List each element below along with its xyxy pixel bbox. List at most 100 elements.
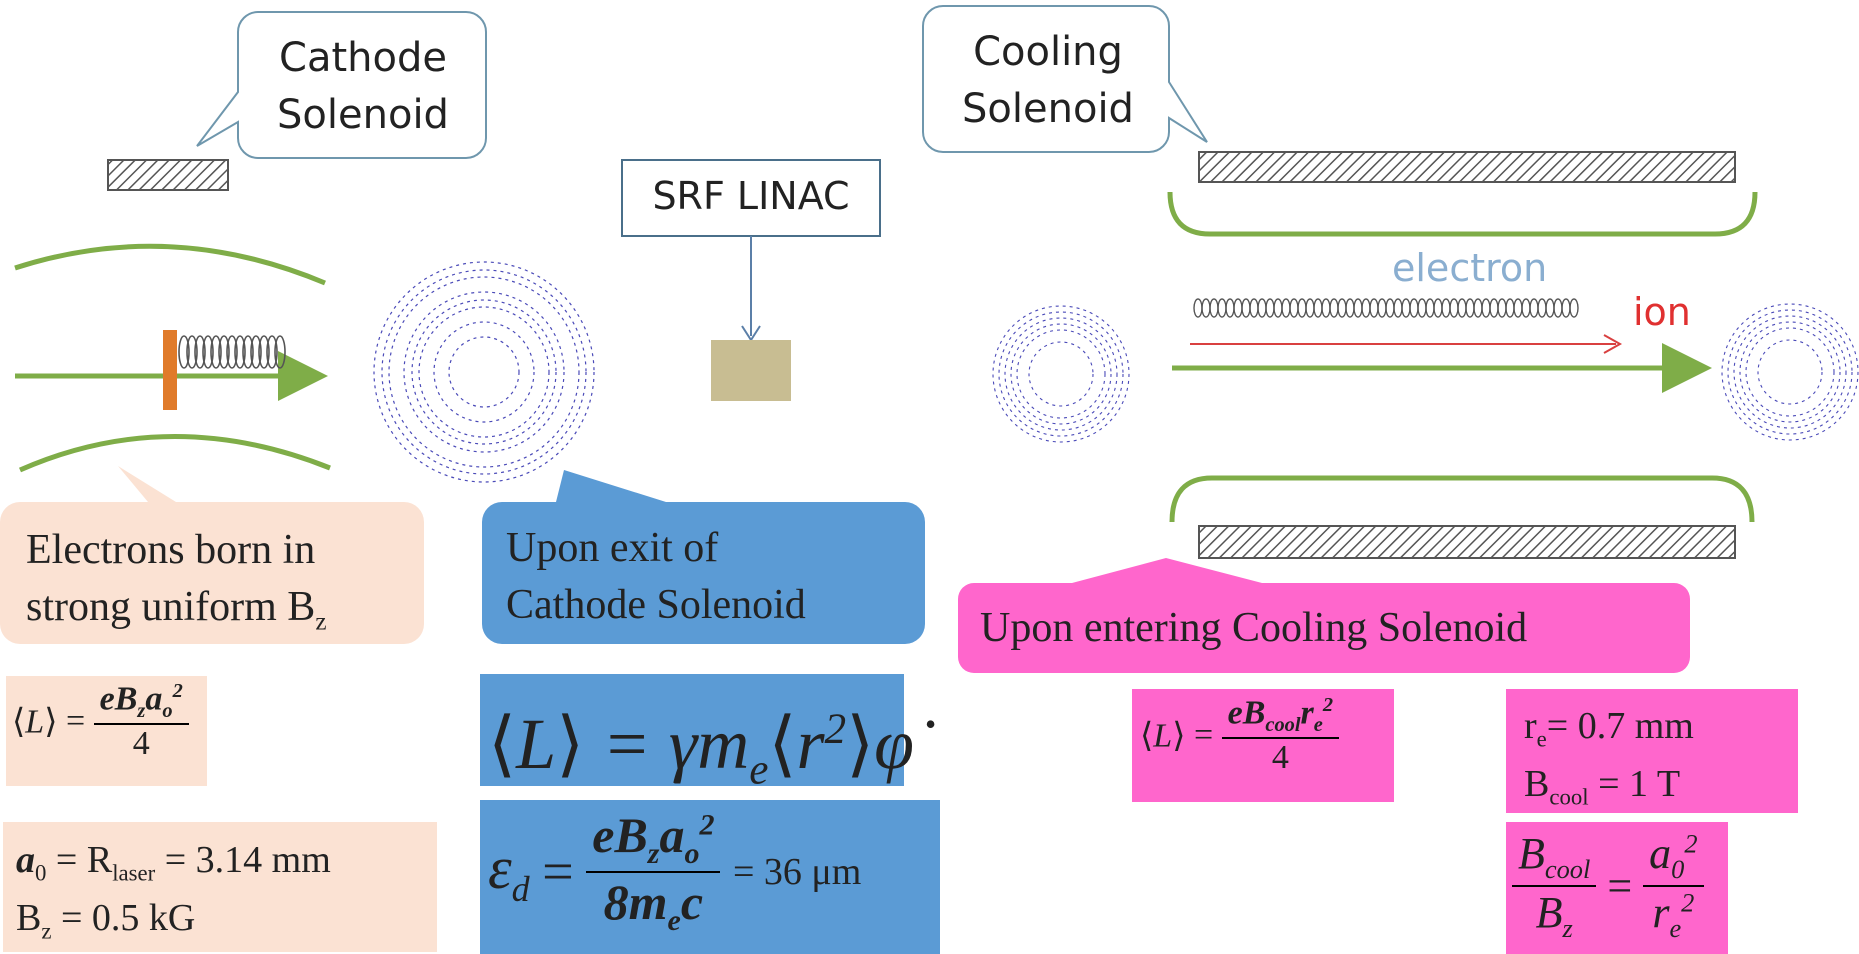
eq-ratio-eq: = (1607, 861, 1633, 911)
param-bcool-sub: cool (1549, 784, 1589, 810)
eq-ratio-left: Bcool Bz (1512, 828, 1597, 944)
exit-text: Upon exit of Cathode Solenoid (506, 520, 806, 634)
ion-label: ion (1633, 290, 1691, 334)
eq-L-born-num-b-sup: 2 (172, 680, 183, 702)
eq-L-exit-lhs: L (516, 704, 557, 784)
cathode-orange-bar (163, 330, 177, 410)
cathode-label-line2: Solenoid (277, 92, 449, 138)
cooling-exit-swirl (1721, 303, 1859, 441)
eq-emittance-num-sub: z (647, 837, 660, 870)
eq-L-exit-r: r (796, 704, 825, 784)
params-left-bg (3, 822, 437, 952)
param-bz-sub: z (41, 918, 52, 944)
eq-emittance-frac: eBzao2 8mec (586, 806, 721, 938)
params-left: a0 = Rlaser = 3.14 mm Bz = 0.5 kG (16, 838, 331, 953)
eq-L-exit-rhs-sub: e (749, 746, 769, 794)
param-a0-sub: 0 (35, 860, 47, 886)
eq-ratio-rden-sup: 2 (1681, 887, 1695, 918)
eq-L-born-num: eB (99, 680, 138, 718)
born-box-shape (0, 466, 424, 644)
eq-emittance-num-b-sub: o (684, 837, 700, 870)
cooling-callout-bubble (922, 5, 1208, 153)
param-re: re= 0.7 mm (1524, 704, 1694, 762)
emittance-bg (480, 800, 940, 954)
cooling-entry-swirl (992, 305, 1130, 443)
eq-L-cool-den: 4 (1271, 739, 1289, 777)
eq-L-born-num-sub: z (137, 700, 146, 723)
param-bz-value: = 0.5 kG (51, 896, 196, 939)
cooling-solenoid-top (1198, 151, 1736, 183)
eq-emittance-den-sub: e (667, 904, 681, 937)
param-bz: Bz = 0.5 kG (16, 896, 331, 954)
cooling-helix (1193, 298, 1579, 318)
eq-emittance-eq: = (542, 841, 574, 903)
entering-text: Upon entering Cooling Solenoid (980, 605, 1528, 651)
eq-ratio-rnum-sup: 2 (1684, 828, 1698, 859)
eq-L-exit-phi: φ̇ (874, 704, 915, 784)
cooling-label-line2: Solenoid (962, 86, 1134, 132)
eq-L-cool: ⟨L⟩ = eBcoolre2 4 (1140, 694, 1340, 777)
eq-L-cool-lhs: L (1153, 717, 1173, 755)
cathode-upper-lens (14, 243, 326, 286)
eq-L-exit: ⟨L⟩ = γme⟨r2⟩φ̇ (488, 704, 915, 794)
born-text: Electrons born in strong uniform Bz (26, 522, 327, 650)
exit-line2: Cathode Solenoid (506, 582, 806, 628)
srf-linac-label: SRF LINAC (652, 174, 850, 218)
eq-exit-bg (480, 674, 904, 786)
cooling-lower-wall (1169, 475, 1755, 523)
eq-L-born-num-b: a (145, 680, 163, 718)
param-a0-rest: = R (46, 839, 113, 881)
srf-linac-box (621, 159, 881, 237)
cathode-callout-bubble (196, 11, 487, 159)
exit-box-shape (482, 470, 925, 644)
born-line2: strong uniform Bz (26, 579, 327, 650)
param-a0-rest-sub: laser (112, 860, 156, 886)
eq-emittance-num-b: a (659, 807, 685, 863)
eq-ratio-den: B (1535, 887, 1563, 937)
eq-L-exit-r-sup: 2 (824, 706, 847, 753)
eq-emittance-lhs: ε (488, 835, 512, 901)
params-right: re= 0.7 mm Bcool = 1 T (1524, 704, 1694, 819)
param-bcool: Bcool = 1 T (1524, 762, 1694, 820)
born-line2-main: strong uniform B (26, 584, 316, 630)
eq-born-bg (6, 676, 207, 786)
electron-label: electron (1392, 246, 1548, 290)
cathode-solenoid-block (107, 159, 229, 191)
eq-L-born-eq: = (65, 702, 86, 740)
cooling-label-line1: Cooling (973, 29, 1123, 75)
cathode-helix (178, 335, 286, 369)
eq-ratio-num: B (1518, 829, 1545, 878)
eq-ratio-rnum: a (1649, 829, 1672, 878)
born-line1: Electrons born in (26, 527, 316, 573)
eq-cool-bg (1132, 689, 1394, 802)
eq-ratio-num-sub: cool (1544, 853, 1591, 884)
params-right-bg (1506, 689, 1798, 813)
eq-ratio-rden-sub: e (1669, 912, 1682, 943)
eq-L-cool-num-b-sub: e (1313, 714, 1323, 737)
eq-L-cool-num-sub: cool (1265, 714, 1301, 737)
eq-L-cool-frac: eBcoolre2 4 (1221, 694, 1340, 777)
eq-L-cool-num-b: r (1300, 694, 1314, 732)
eq-L-cool-num-b-sup: 2 (1322, 694, 1334, 716)
cathode-lower-lens (18, 434, 331, 473)
ratio-bg (1506, 822, 1728, 954)
entering-box-shape (958, 558, 1690, 673)
linac-block (711, 340, 791, 401)
eq-ratio-rden: r (1652, 887, 1670, 937)
param-a0-sym: a (16, 839, 35, 881)
eq-emittance: εd = eBzao2 8mec = 36 μm (488, 806, 861, 938)
cathode-label-line1: Cathode (279, 35, 447, 81)
eq-ratio: Bcool Bz = a02 re2 (1512, 828, 1704, 944)
param-bz-sym: B (16, 896, 42, 939)
eq-L-cool-eq: = (1193, 716, 1214, 754)
param-a0-value: = 3.14 mm (155, 839, 331, 881)
param-bcool-sym: B (1524, 762, 1550, 805)
exit-line1: Upon exit of (506, 525, 719, 571)
eq-emittance-value: = 36 μm (732, 851, 862, 893)
cathode-swirl-distribution (373, 261, 595, 483)
eq-L-born-num-b-sub: o (162, 700, 173, 723)
eq-emittance-num: eB (592, 807, 648, 863)
param-re-value: = 0.7 mm (1546, 705, 1694, 747)
eq-L-born: ⟨L⟩ = eBzao2 4 (12, 680, 189, 763)
